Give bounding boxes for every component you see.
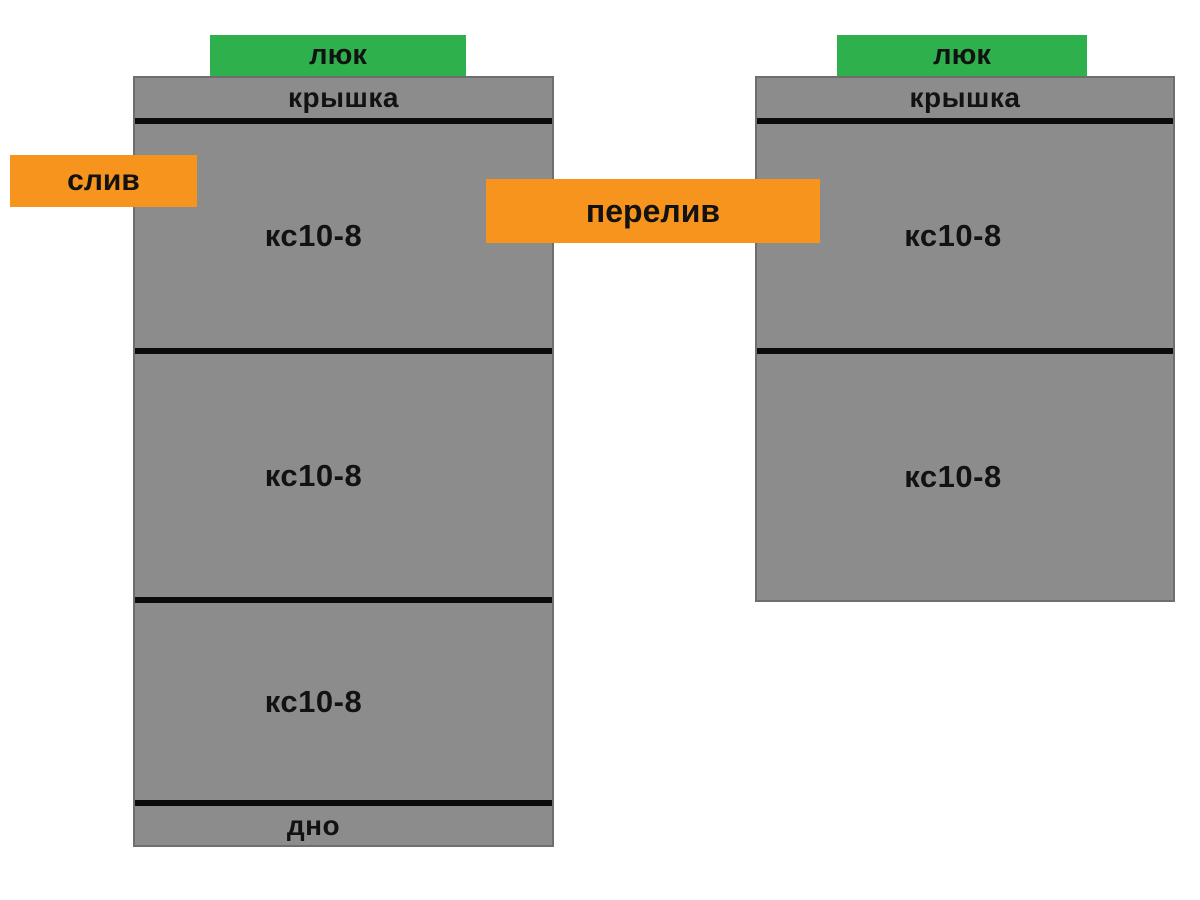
overflow-label: перелив (585, 192, 721, 229)
left-tank-bottom-band: дно (135, 806, 552, 845)
left-tank-hatch-badge: люк (210, 35, 466, 76)
left-tank-hatch-label: люк (309, 39, 367, 71)
ring-label: кс10-8 (264, 683, 363, 719)
right-tank-hatch-label: люк (933, 39, 991, 71)
divider-line (757, 118, 1173, 124)
right-tank-ring-1: кс10-8 (757, 124, 1173, 348)
divider-line (135, 118, 552, 124)
ring-label: кс10-8 (904, 459, 1002, 494)
left-tank-ring-2: кс10-8 (135, 354, 552, 597)
divider-line (135, 800, 552, 806)
divider-line (135, 597, 552, 603)
left-tank: крышка кс10-8 кс10-8 кс10-8 дно (133, 76, 554, 847)
left-tank-ring-3: кс10-8 (135, 603, 552, 800)
left-tank-ring-1: кс10-8 (135, 124, 552, 348)
overflow-badge: перелив (486, 179, 820, 243)
right-tank-ring-2: кс10-8 (757, 354, 1173, 600)
ring-label: кс10-8 (264, 218, 363, 253)
left-tank-cover-band: крышка (135, 78, 552, 118)
right-tank: крышка кс10-8 кс10-8 (755, 76, 1175, 602)
drain-badge: слив (10, 155, 197, 207)
drain-label: слив (67, 164, 140, 197)
divider-line (757, 348, 1173, 354)
divider-line (135, 348, 552, 354)
left-tank-bottom-label: дно (286, 809, 341, 841)
ring-label: кс10-8 (264, 457, 363, 493)
right-tank-cover-band: крышка (757, 78, 1173, 118)
right-tank-cover-label: крышка (909, 82, 1021, 113)
ring-label: кс10-8 (904, 218, 1002, 253)
left-tank-cover-label: крышка (288, 82, 399, 113)
right-tank-hatch-badge: люк (837, 35, 1087, 76)
